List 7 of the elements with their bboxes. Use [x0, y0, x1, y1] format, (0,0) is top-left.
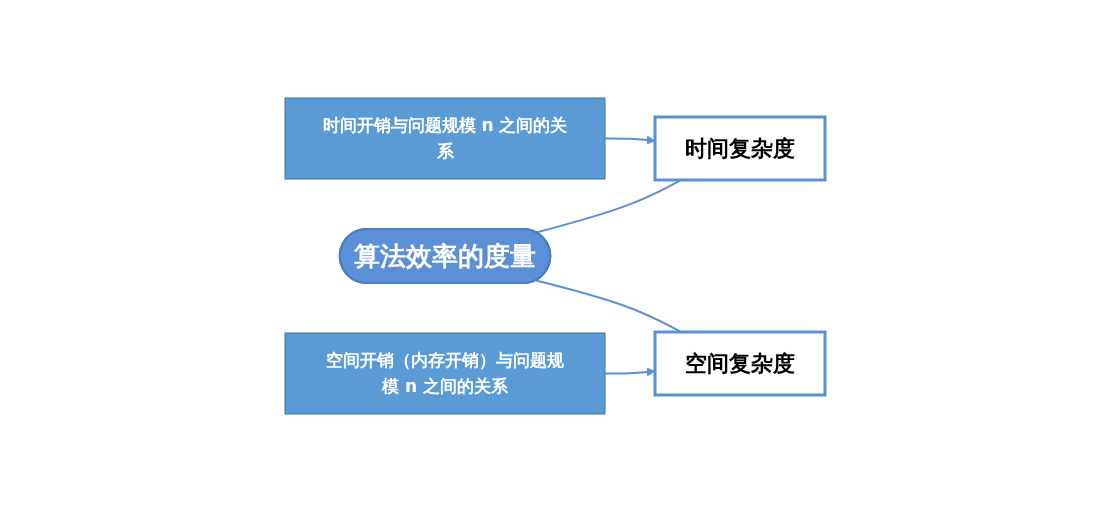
arrow [603, 367, 655, 377]
arrow [603, 135, 655, 145]
node-box: 空间开销（内存开销）与问题规模 n 之间的关系 [284, 332, 605, 415]
connector [534, 279, 682, 333]
node-box: 时间复杂度 [653, 115, 826, 182]
node-box: 时间开销与问题规模 n 之间的关系 [284, 97, 605, 180]
node-box: 空间复杂度 [653, 330, 826, 397]
